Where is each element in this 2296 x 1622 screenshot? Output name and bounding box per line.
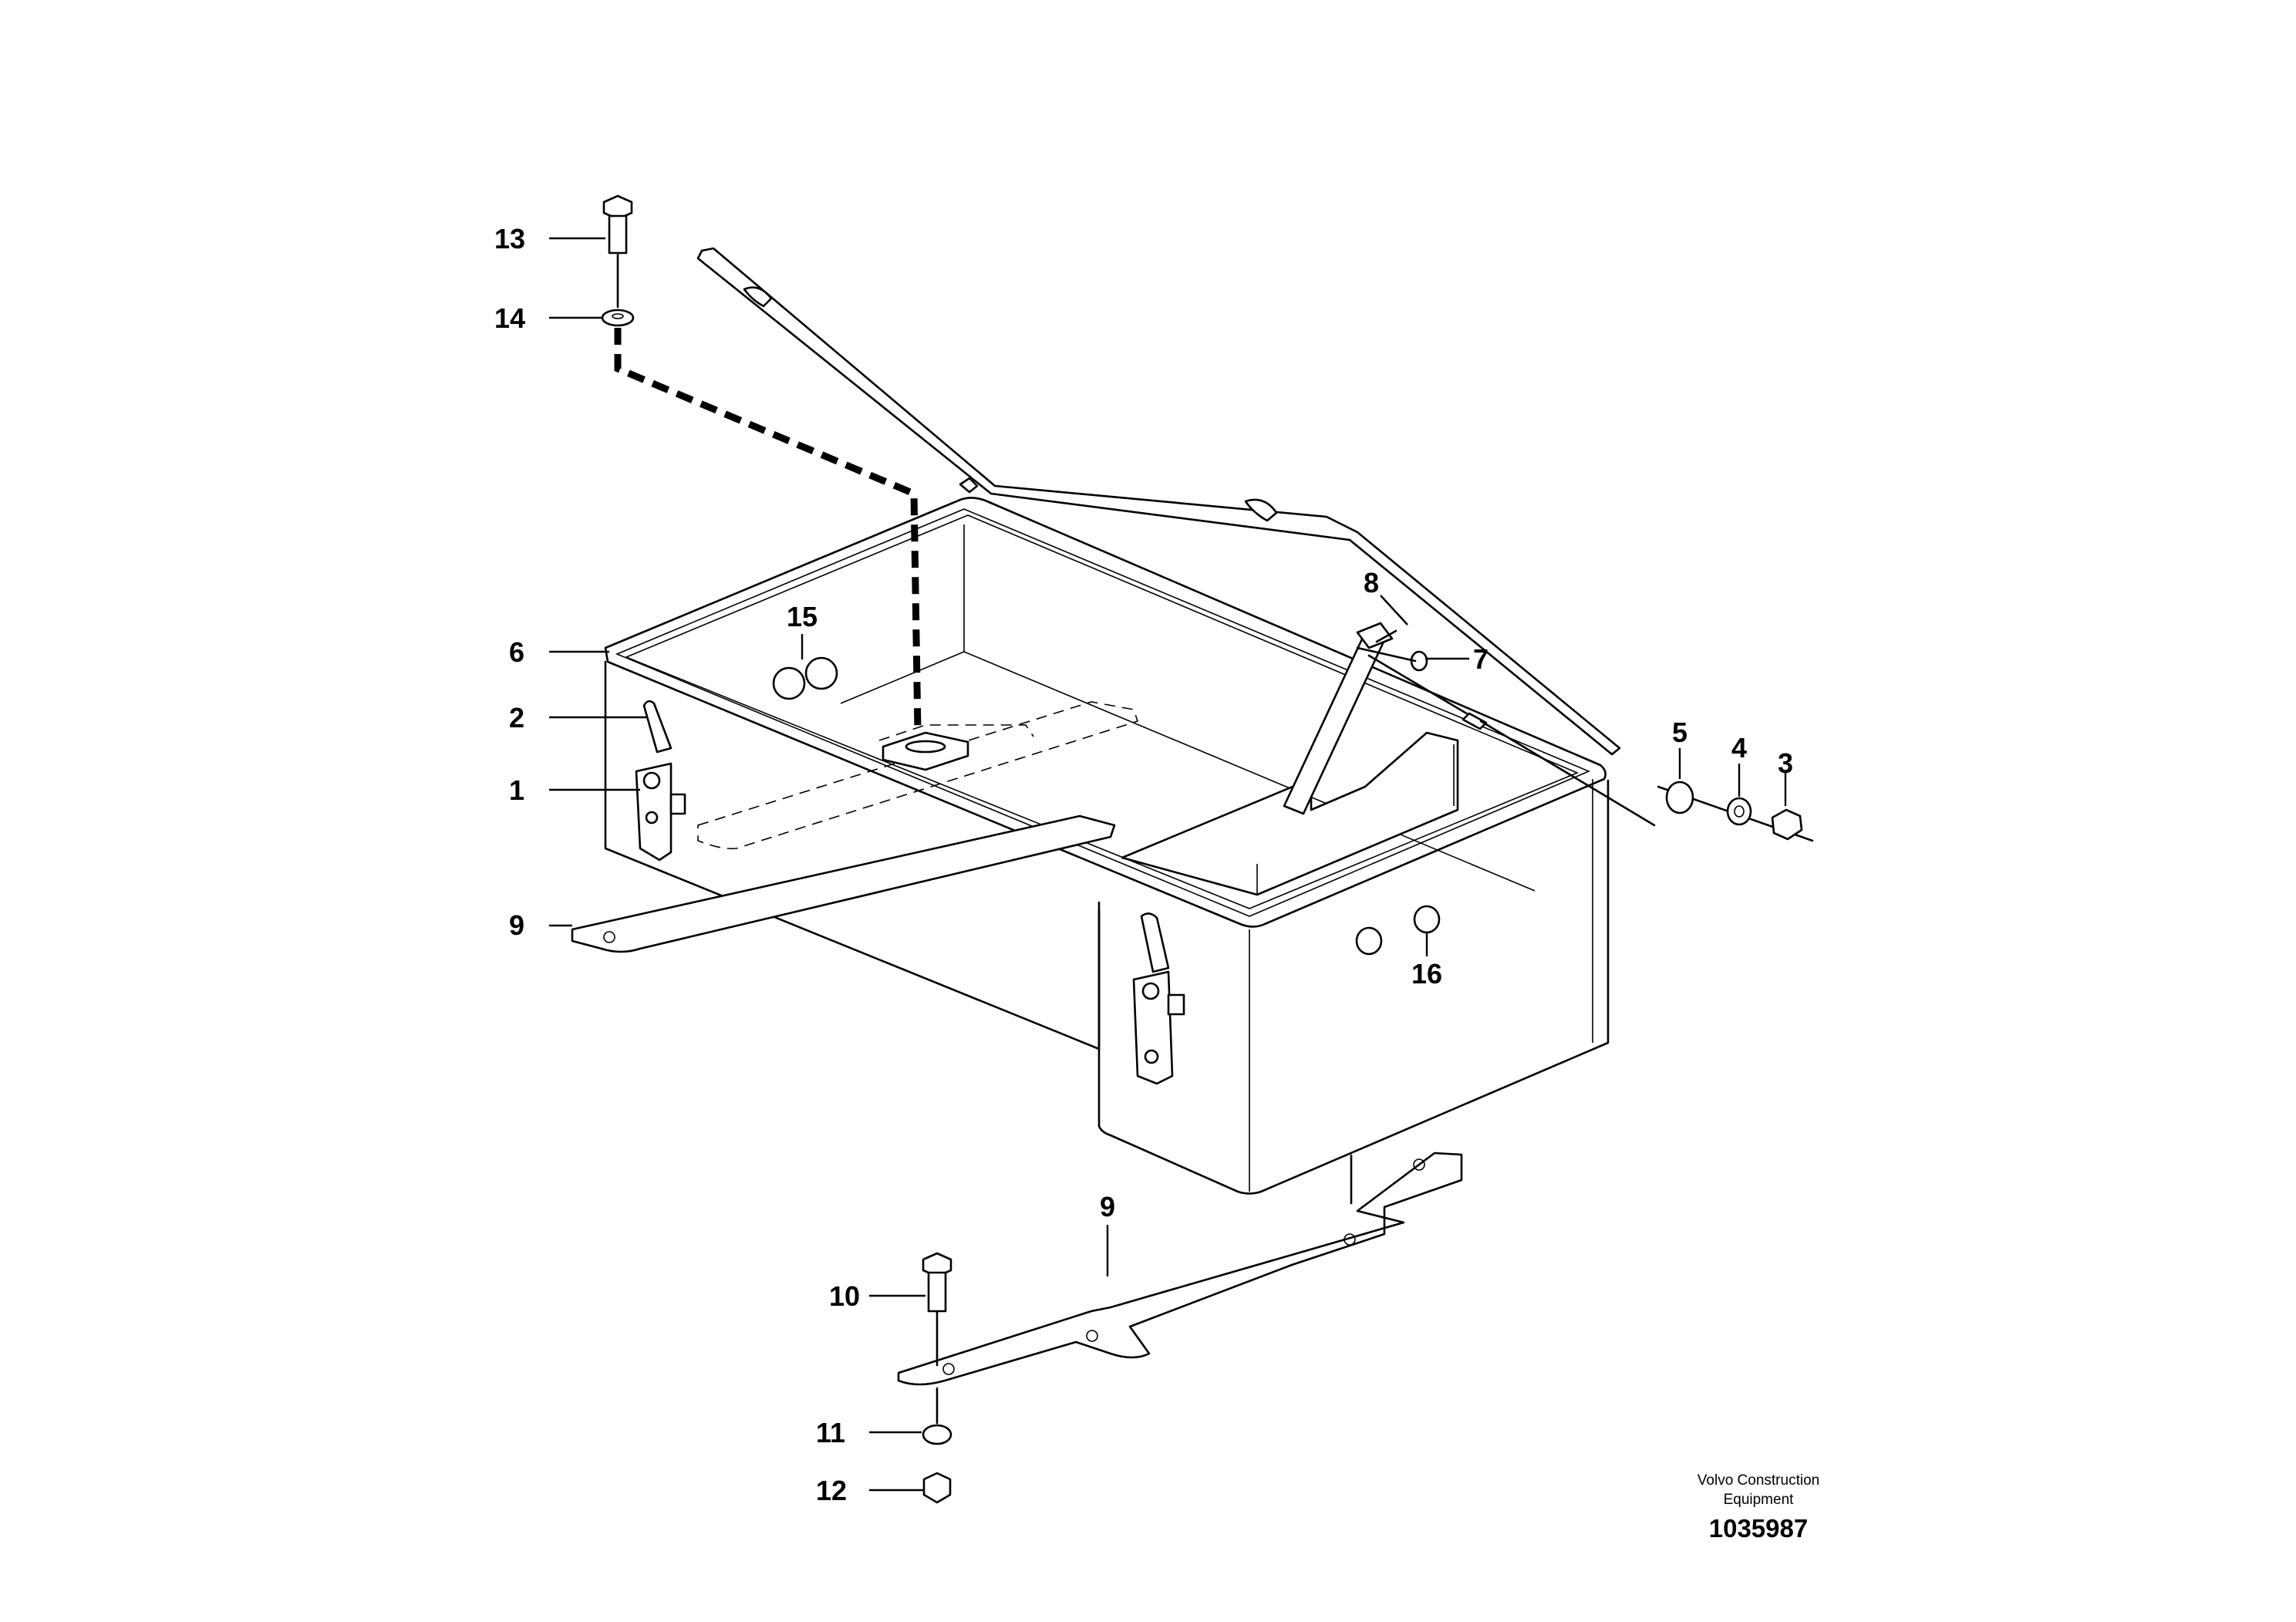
callout-2: 2 <box>509 702 524 733</box>
callout-10: 10 <box>829 1280 860 1312</box>
lid-stay <box>1283 622 1656 827</box>
callout-7: 7 <box>1473 643 1489 675</box>
washer-14 <box>601 309 635 327</box>
callout-5: 5 <box>1672 717 1687 748</box>
latch-left <box>635 700 686 862</box>
bracket-upper <box>571 814 1116 953</box>
bushing-5 <box>1665 781 1694 814</box>
bolt-10-head <box>922 1252 952 1278</box>
bolt-13-head <box>602 194 633 221</box>
callout-6: 6 <box>509 636 524 668</box>
nut-3 <box>1771 808 1803 841</box>
document-number: 1035987 <box>1709 1514 1808 1543</box>
callout-11: 11 <box>816 1417 845 1448</box>
callout-1: 1 <box>509 774 524 806</box>
plug-16a <box>1355 926 1383 956</box>
callout-12: 12 <box>816 1475 847 1506</box>
storage-box <box>604 497 1610 1195</box>
lid <box>696 247 1621 756</box>
callout-3: 3 <box>1778 747 1793 779</box>
bracket-lower <box>897 1152 1463 1386</box>
clip-8 <box>1375 629 1397 643</box>
callout-labels: 1 2 6 9 13 14 15 7 8 5 4 3 16 9 10 11 12 <box>494 223 1793 1506</box>
callout-9-upper: 9 <box>509 909 524 941</box>
plug-15a <box>772 666 806 700</box>
credit-line-1: Volvo Construction <box>1698 1472 1819 1489</box>
callout-15: 15 <box>787 601 818 632</box>
credit-block: Volvo Construction Equipment 1035987 <box>1698 1472 1819 1543</box>
washer-11 <box>922 1424 952 1445</box>
washer-4 <box>1726 797 1752 826</box>
plug-16b <box>1413 905 1441 934</box>
callout-4: 4 <box>1731 732 1747 764</box>
lid-hinge-right <box>1244 498 1278 522</box>
credit-line-2: Equipment <box>1724 1492 1795 1508</box>
latch-right <box>1132 912 1185 1085</box>
callout-8: 8 <box>1364 567 1379 599</box>
nut-12 <box>922 1472 952 1504</box>
callout-13: 13 <box>494 223 525 255</box>
callout-16: 16 <box>1411 958 1442 990</box>
leader-lines <box>549 237 1787 1492</box>
lid-hinge-left <box>743 286 773 308</box>
callout-14: 14 <box>494 302 525 334</box>
callout-9-lower: 9 <box>1100 1191 1115 1222</box>
plug-15b <box>804 656 838 690</box>
